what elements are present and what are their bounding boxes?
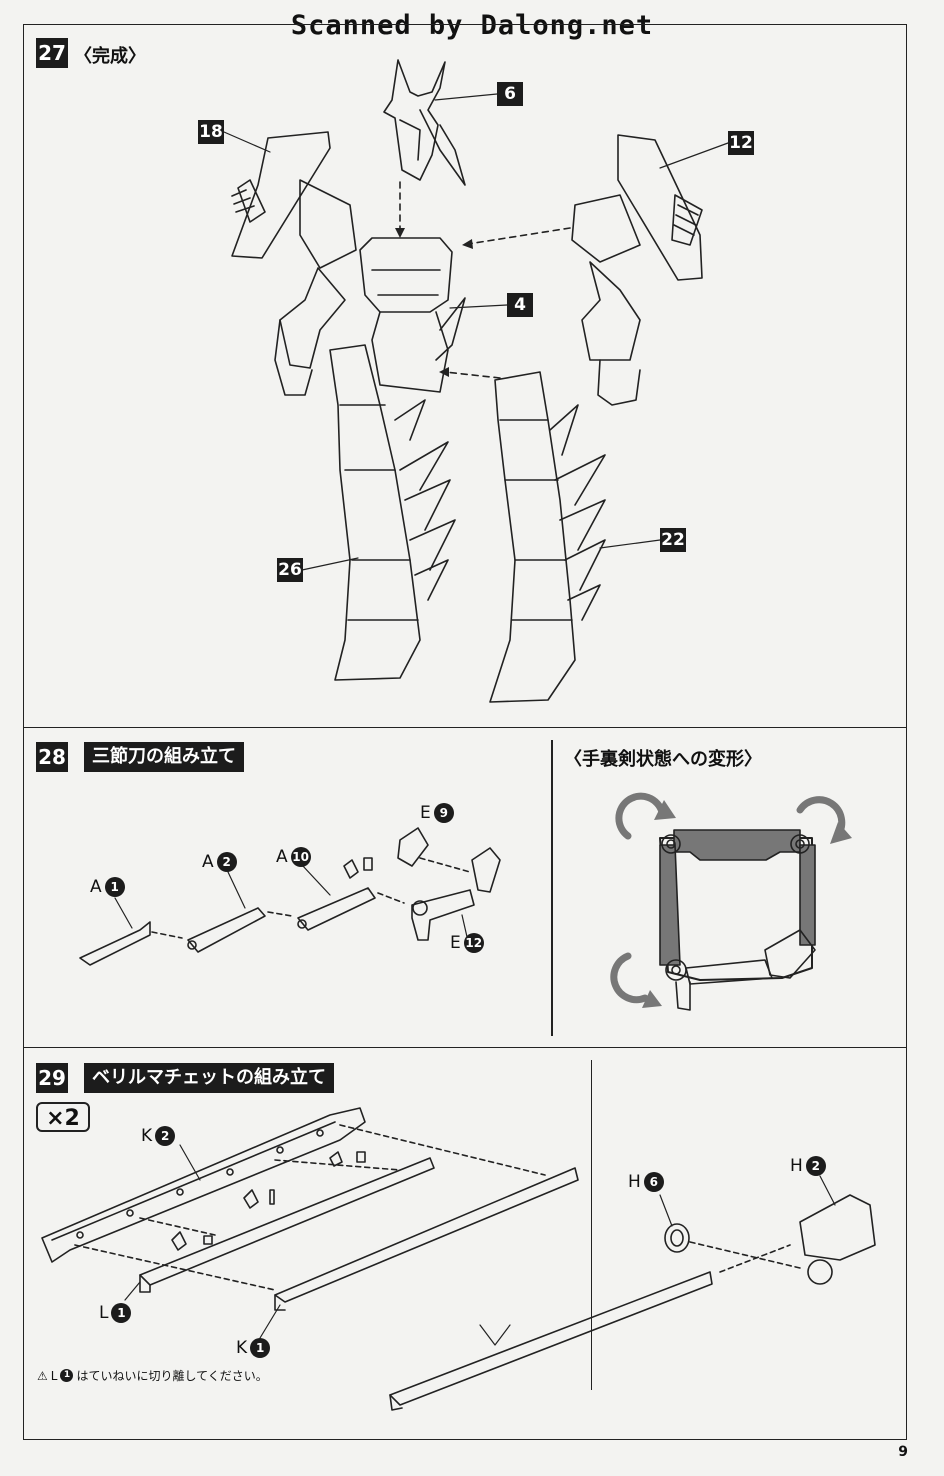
callout-4: 4 <box>507 293 533 317</box>
step27-assembly-arrows <box>400 182 570 378</box>
step29-divider <box>591 1060 592 1390</box>
step28-number: 28 <box>36 742 68 772</box>
shuriken-mode-diagram <box>660 830 815 1010</box>
right-arm-illustration <box>572 135 702 405</box>
callout-26: 26 <box>277 558 303 582</box>
page-frame <box>23 24 907 1440</box>
step28-title: 三節刀の組み立て <box>84 742 244 772</box>
callout-22: 22 <box>660 528 686 552</box>
step28-assembly-arrows <box>152 858 470 938</box>
left-leg-illustration <box>330 345 455 680</box>
step29-machete-illustration <box>42 1108 875 1410</box>
quantity-multiplier: ×2 <box>36 1102 90 1132</box>
step27-panel <box>23 24 907 728</box>
head-part-illustration <box>384 60 465 185</box>
right-leg-illustration <box>490 372 605 702</box>
step29-leader-lines <box>125 1145 835 1345</box>
step29-number: 29 <box>36 1063 68 1093</box>
step28-divider <box>551 740 553 1036</box>
step27-leader-lines <box>224 94 728 570</box>
page-number: 9 <box>898 1444 908 1460</box>
step27-title: 〈完成〉 <box>74 46 146 67</box>
torso-part-illustration <box>360 238 465 392</box>
shuriken-mode-title: 〈手裏剣状態への変形〉 <box>564 749 762 770</box>
callout-6: 6 <box>497 82 523 106</box>
step28-leader-lines <box>115 865 470 950</box>
left-arm-illustration <box>232 132 356 395</box>
warning-icon: ⚠ <box>37 1368 48 1383</box>
step28-sword-illustration <box>80 828 500 965</box>
step27-number: 27 <box>36 38 68 68</box>
step29-assembly-arrows <box>75 1125 800 1290</box>
callout-18: 18 <box>198 120 224 144</box>
step28-panel <box>23 728 907 1048</box>
callout-12: 12 <box>728 131 754 155</box>
step29-title: ベリルマチェットの組み立て <box>84 1063 334 1093</box>
watermark: Scanned by Dalong.net <box>290 10 654 41</box>
